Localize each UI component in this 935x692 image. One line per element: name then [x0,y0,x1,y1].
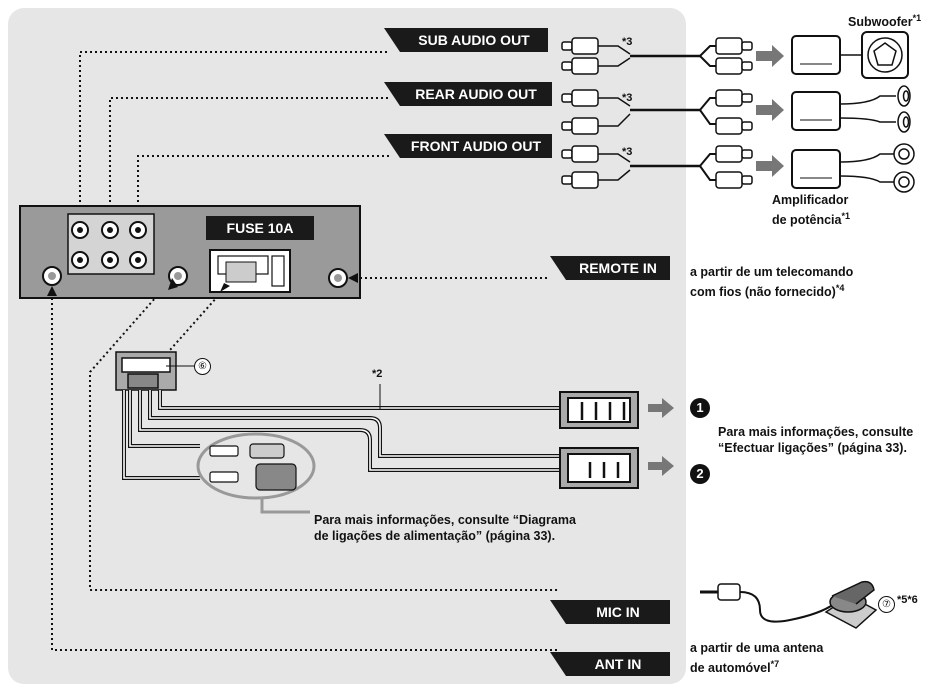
guide-ant [51,288,560,651]
remote-line2-wrap: com fios (não fornecido)*4 [690,280,853,300]
rear-speakers [897,85,911,133]
power-diagram-label: Para mais informações, consulte “Diagram… [314,512,576,544]
power-line2: de ligações de alimentação” (página 33). [314,529,556,543]
amp-line1: Amplificador [772,193,849,207]
remote-in-tag: REMOTE IN [550,256,670,280]
fuse-tag: FUSE 10A [206,216,314,240]
subwoofer-speaker [861,31,909,79]
info-line1: Para mais informações, consulte [718,425,914,439]
rca-row-front [561,145,753,189]
microphone [700,580,878,629]
speaker-wires [839,54,896,183]
output-connector-1 [559,391,639,429]
subwoofer-note: *1 [912,13,922,23]
info-label: Para mais informações, consulte “Efectua… [718,424,913,456]
rca-front-callout: *3 [622,146,633,158]
harness-callout: *2 [372,368,383,380]
guide-mic [89,287,560,591]
guide-rear [109,97,390,212]
rca-row-sub [561,37,753,75]
rca-cables [561,37,753,189]
amp-arrows [756,45,784,177]
guide-power [169,295,219,351]
wire-1 [158,390,562,410]
remote-line2: com fios (não fornecido) [690,285,836,300]
remote-label: a partir de um telecomando com fios (não… [690,264,853,300]
amplifier-label: Amplificador de potência*1 [772,192,850,228]
power-line1: Para mais informações, consulte “Diagram… [314,513,576,527]
ant-line2-wrap: de automóvel*7 [690,656,823,676]
rear-audio-out-tag: REAR AUDIO OUT [384,82,552,106]
front-audio-out-tag: FRONT AUDIO OUT [384,134,552,158]
amp-line2-wrap: de potência*1 [772,208,850,228]
remote-line1: a partir de um telecomando [690,265,854,279]
rca-row-rear [561,89,753,135]
amplifiers [791,35,841,189]
subwoofer-label: Subwoofer*1 [848,10,921,30]
connector-number-2: 2 [690,464,710,484]
part-7-marker: ⑦ [878,596,895,613]
subwoofer-text: Subwoofer [848,15,913,30]
info-line2: “Efectuar ligações” (página 33). [718,441,907,455]
rca-sub-callout: *3 [622,36,633,48]
rca-rear-callout: *3 [622,92,633,104]
power-detail [196,432,316,514]
output-connector-2 [559,447,639,489]
harness-wires [122,390,562,480]
ant-line2: de automóvel [690,661,771,676]
antenna-label: a partir de uma antena de automóvel*7 [690,640,823,676]
amp-note: *1 [841,211,850,221]
front-speakers [893,143,915,193]
dotted-guides [51,51,560,651]
mic-notes: *5*6 [897,594,918,606]
amp-line2: de potência [772,213,842,228]
part-6-marker: ⑥ [194,358,211,375]
mic-in-tag: MIC IN [550,600,670,624]
output-arrows [648,398,674,476]
guide-sub [79,51,390,212]
input-arrows [47,273,358,296]
harness-wire-cores [123,390,562,479]
guide-front [137,155,390,212]
ant-note: *7 [770,659,780,669]
connector-number-1: 1 [690,398,710,418]
power-connector [115,351,194,391]
remote-note: *4 [835,283,845,293]
ant-in-tag: ANT IN [550,652,670,676]
sub-audio-out-tag: SUB AUDIO OUT [384,28,548,52]
ant-line1: a partir de uma antena [690,641,824,655]
